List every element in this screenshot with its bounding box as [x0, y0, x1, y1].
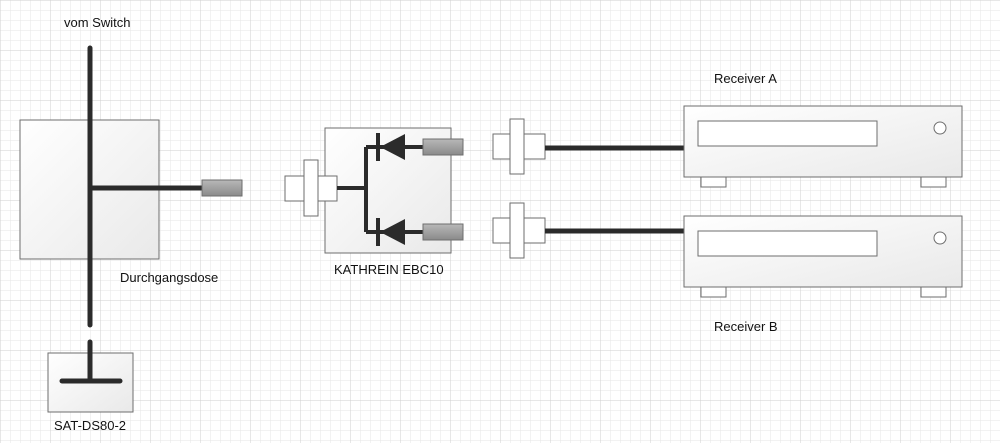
- dose-outlet-plug: [201, 179, 243, 197]
- receiver-a-display: [697, 120, 878, 147]
- receiver-a-power-icon: [933, 121, 947, 135]
- receiver-b-power-icon: [933, 231, 947, 245]
- receiver-b-foot-left: [700, 285, 727, 298]
- receiver-b-plug-flange: [509, 202, 525, 259]
- receiver-b-foot-right: [920, 285, 947, 298]
- kathrein-input-plug-flange: [303, 159, 319, 217]
- label-receiver-a: Receiver A: [714, 71, 777, 86]
- receiver-b-display: [697, 230, 878, 257]
- kathrein-output-plug-a: [422, 138, 464, 156]
- receiver-a-plug-flange: [509, 118, 525, 175]
- diode-top-icon: [380, 134, 405, 160]
- label-kathrein: KATHREIN EBC10: [334, 262, 444, 277]
- label-receiver-b: Receiver B: [714, 319, 778, 334]
- label-vom-switch: vom Switch: [64, 15, 131, 30]
- diode-bottom-icon: [380, 219, 405, 245]
- label-durchgangsdose: Durchgangsdose: [120, 270, 219, 285]
- kathrein-output-plug-b: [422, 223, 464, 241]
- receiver-a-foot-right: [920, 175, 947, 188]
- receiver-a-foot-left: [700, 175, 727, 188]
- label-sat-ds80: SAT-DS80-2: [54, 418, 127, 433]
